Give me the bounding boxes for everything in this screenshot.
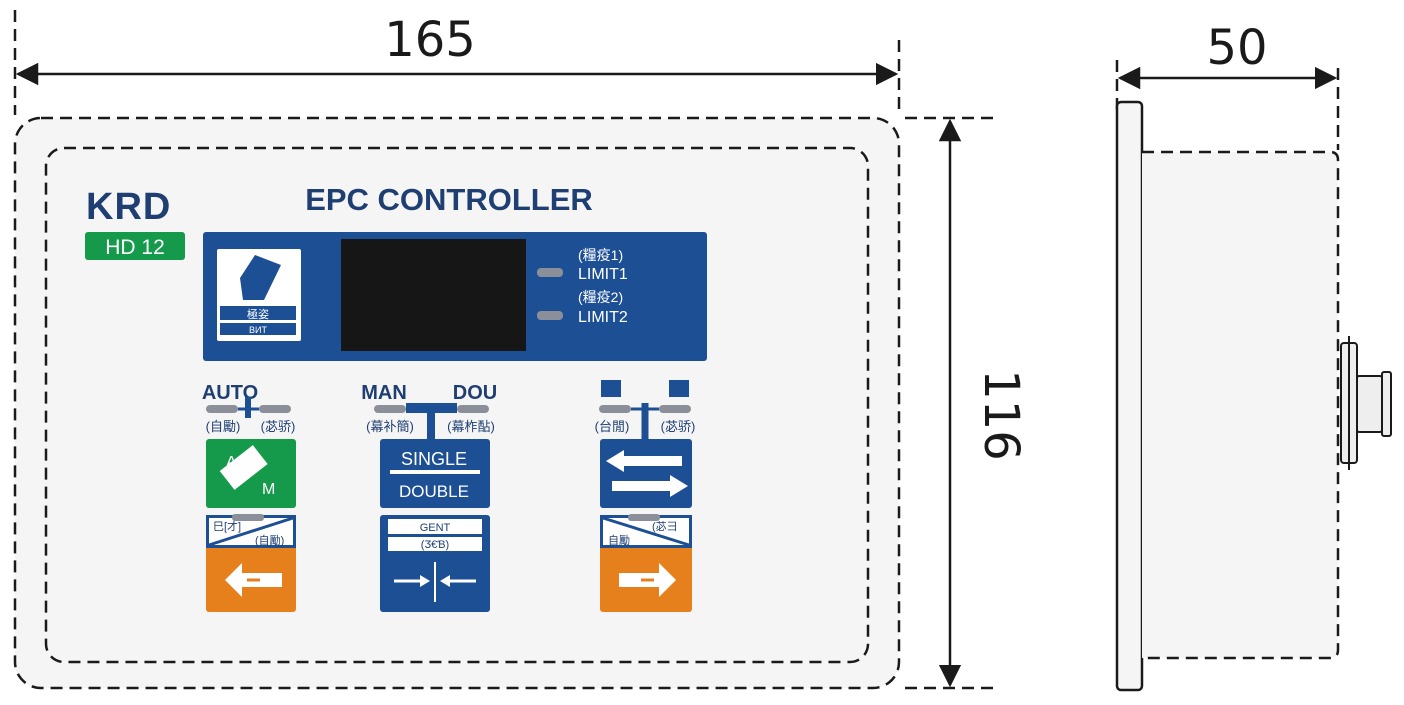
left-sub-right: (苾骄) bbox=[261, 419, 296, 434]
left-sub-left: (自勵) bbox=[206, 419, 241, 434]
width-dimension: 165 bbox=[13, 10, 901, 115]
center-button[interactable]: GENT (Ӡ€Ɓ) bbox=[380, 515, 490, 612]
middle-sub-left: (幕补簡) bbox=[366, 419, 414, 434]
right-column: (台閒) (苾骄) 自勵 (苾彐 bbox=[595, 380, 696, 612]
limit2-led bbox=[537, 311, 563, 320]
middle-sub-right: (幕柞酟) bbox=[447, 419, 495, 434]
double-arrow-icon bbox=[606, 450, 682, 472]
brand-logo: KRD HD 12 bbox=[85, 186, 185, 260]
center-arrows-icon bbox=[394, 562, 476, 602]
middle-column: MAN DOU (幕补簡) (幕柞酟) SINGLE DOUBLE GENT (… bbox=[361, 382, 497, 612]
auto-label: AUTO bbox=[202, 382, 258, 404]
man-label: MAN bbox=[361, 382, 407, 404]
right-lower-tag-right: (苾彐 bbox=[652, 520, 678, 533]
height-value: 116 bbox=[973, 369, 1029, 461]
logo-text: KRD bbox=[86, 186, 171, 228]
side-flange bbox=[1115, 100, 1144, 692]
double-label: DOUBLE bbox=[399, 482, 469, 501]
right-sub-left: (台閒) bbox=[595, 419, 630, 434]
height-dimension: 116 bbox=[905, 116, 1029, 690]
left-lower-tag-right: (自勵) bbox=[255, 534, 284, 547]
indicator-label-cn: 極姿 bbox=[247, 307, 269, 321]
right-move-button[interactable]: 自勵 (苾彐 bbox=[600, 514, 692, 612]
side-body-outline bbox=[1142, 150, 1340, 660]
width-value: 165 bbox=[384, 12, 476, 68]
limit2-label-cn: (糧疫2) bbox=[578, 289, 623, 305]
limit1-led bbox=[537, 268, 563, 277]
indicator-label-en: BИT bbox=[249, 325, 267, 335]
center-key-line2: (Ӡ€Ɓ) bbox=[421, 539, 449, 551]
right-indicator-right bbox=[669, 380, 689, 397]
model-badge: HD 12 bbox=[105, 236, 165, 259]
mode-key-m: M bbox=[262, 481, 275, 498]
side-view bbox=[1115, 100, 1392, 692]
left-move-button[interactable]: 巳[才] (自勵) bbox=[206, 514, 296, 612]
limit1-label-en: LIMIT1 bbox=[578, 266, 628, 283]
display-screen bbox=[341, 239, 526, 351]
right-sub-right: (苾骄) bbox=[661, 419, 696, 434]
center-key-line1: GENT bbox=[420, 522, 451, 534]
limit2-label-en: LIMIT2 bbox=[578, 309, 628, 326]
depth-value: 50 bbox=[1206, 20, 1267, 76]
depth-dimension: 50 bbox=[1115, 20, 1340, 150]
single-label: SINGLE bbox=[401, 449, 467, 469]
right-indicator-left bbox=[601, 380, 621, 397]
left-lower-tag-left: 巳[才] bbox=[213, 519, 241, 533]
pen-icon bbox=[240, 255, 281, 300]
mode-key-a: A bbox=[226, 454, 237, 471]
side-connector bbox=[1340, 336, 1392, 470]
right-lower-tag-left: 自勵 bbox=[608, 534, 630, 547]
top-display-panel: 極姿 BИT (糧疫1) LIMIT1 (糧疫2) LIMIT2 bbox=[203, 232, 707, 361]
dou-label: DOU bbox=[453, 382, 497, 404]
panel-title: EPC CONTROLLER bbox=[305, 182, 593, 217]
limit1-label-cn: (糧疫1) bbox=[578, 247, 623, 263]
left-column: AUTO (自勵) (苾骄) A M 巳[才] (自勵) bbox=[202, 382, 296, 612]
swap-direction-button[interactable] bbox=[600, 439, 692, 508]
